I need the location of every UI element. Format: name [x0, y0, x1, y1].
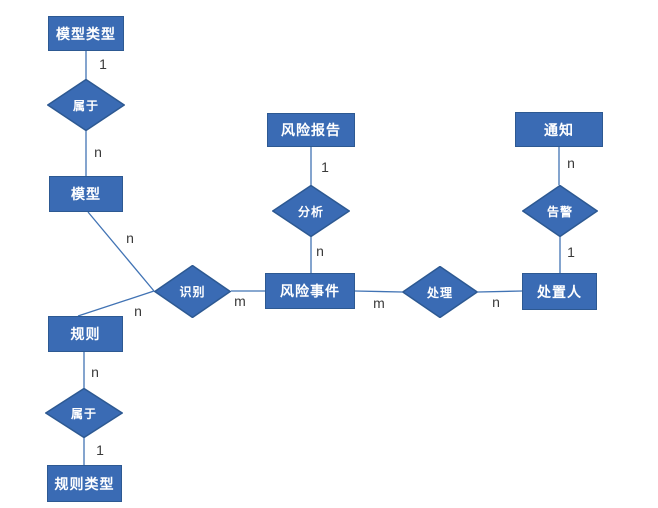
cardinality-identify-event: m	[234, 293, 246, 309]
cardinality-analyze-event: n	[316, 243, 324, 259]
relationship-alert[interactable]: 告警	[522, 185, 598, 237]
diamond-shape	[272, 185, 350, 237]
cardinality-event-handle: m	[373, 295, 385, 311]
cardinality-rule-identify: n	[134, 303, 142, 319]
cardinality-report-analyze: 1	[321, 159, 329, 175]
entity-handler[interactable]: 处置人	[522, 273, 597, 310]
entity-rule-type[interactable]: 规则类型	[47, 465, 122, 502]
relationship-identify[interactable]: 识别	[154, 265, 231, 318]
relationship-analyze[interactable]: 分析	[272, 185, 350, 237]
entity-model[interactable]: 模型	[49, 176, 123, 212]
cardinality-alert-handler: 1	[567, 244, 575, 260]
relationship-label: 处理	[426, 285, 453, 300]
connector-handle-handler	[477, 290, 523, 293]
cardinality-belongs-model: n	[94, 144, 102, 160]
entity-notification[interactable]: 通知	[515, 112, 603, 147]
cardinality-rule-belongs: n	[91, 364, 99, 380]
connector-rule-identify	[77, 290, 155, 317]
relationship-label: 属于	[72, 98, 99, 113]
relationship-label: 分析	[297, 204, 324, 219]
relationship-label: 识别	[179, 285, 206, 299]
cardinality-model-identify: n	[126, 230, 134, 246]
cardinality-model-type-belongs: 1	[99, 56, 107, 72]
entity-risk-report[interactable]: 风险报告	[267, 113, 355, 147]
diamond-shape	[45, 388, 123, 438]
entity-rule[interactable]: 规则	[48, 316, 123, 352]
relationship-label: 告警	[546, 204, 573, 219]
entity-risk-event[interactable]: 风险事件	[265, 273, 355, 309]
relationship-label: 属于	[70, 406, 97, 421]
relationship-belongs-to-top[interactable]: 属于	[47, 79, 125, 131]
entity-model-type[interactable]: 模型类型	[48, 16, 124, 51]
diamond-shape	[522, 185, 598, 237]
relationship-belongs-to-bottom[interactable]: 属于	[45, 388, 123, 438]
diamond-shape	[154, 265, 231, 318]
cardinality-handle-handler: n	[492, 294, 500, 310]
cardinality-notification-alert: n	[567, 155, 575, 171]
connector-event-handle	[354, 290, 403, 293]
relationship-handle[interactable]: 处理	[402, 266, 478, 318]
diamond-shape	[47, 79, 125, 131]
connector-model-identify	[87, 211, 155, 292]
cardinality-belongs-rule-type: 1	[96, 442, 104, 458]
diamond-shape	[402, 266, 478, 318]
